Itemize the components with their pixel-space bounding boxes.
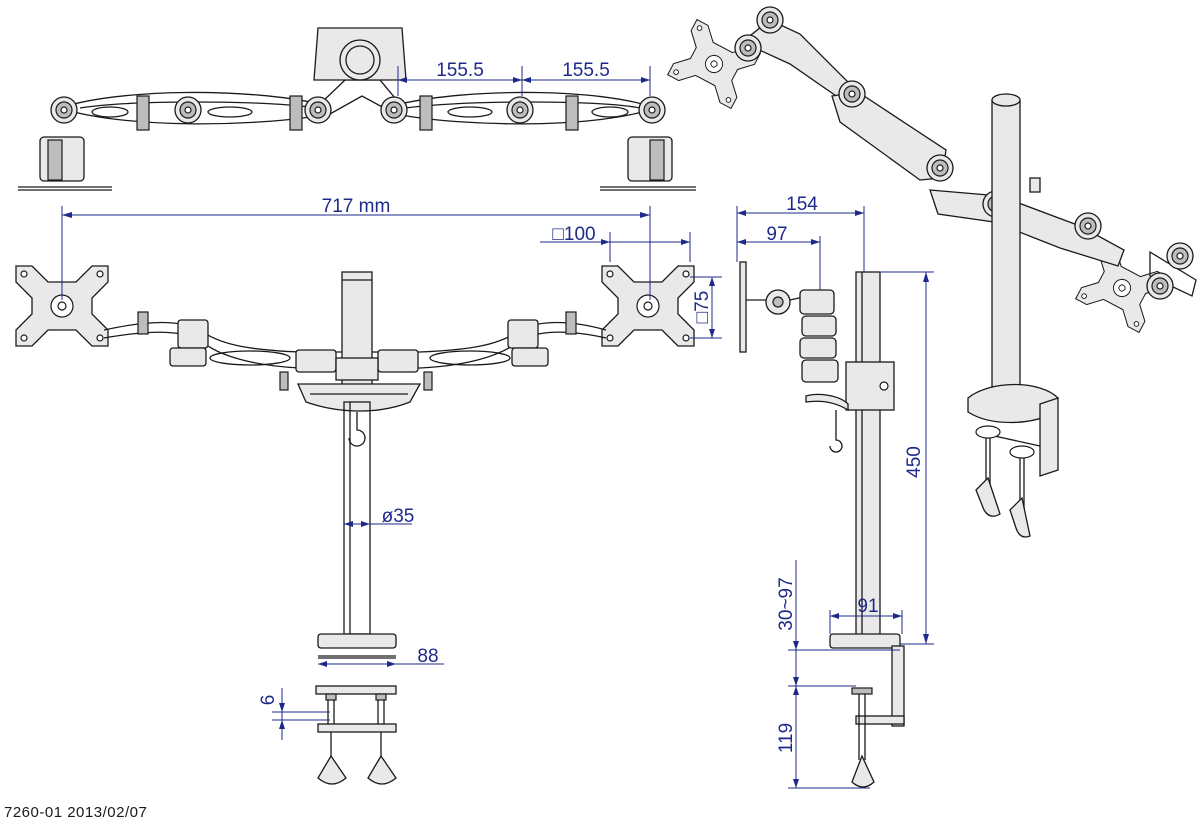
dim-desk-thickness-label: 30~97: [776, 577, 797, 630]
dim-vesa-100-label: □100: [552, 224, 595, 245]
drawing-reference-label: 7260-01 2013/02/07: [4, 804, 147, 821]
arm-joint-icon: [506, 96, 534, 124]
vesa-plate-icon: [667, 19, 761, 109]
perspective-view: [667, 6, 1197, 538]
dim-arm-right-label: 155.5: [562, 60, 610, 81]
dimension-clamp-height: 119: [776, 686, 870, 789]
arm-joint-icon: [734, 34, 762, 62]
dimension-side-reach-inner: 97: [737, 224, 821, 290]
arm-joint-icon: [1074, 212, 1102, 240]
pole-icon: [343, 401, 371, 635]
arm-joint-icon: [638, 96, 666, 124]
dim-pole-diameter-label: ø35: [382, 506, 415, 527]
arm-joint-icon: [174, 96, 202, 124]
desk-clamp-icon: [967, 383, 1059, 538]
arm-joint-icon: [1146, 272, 1174, 300]
dimension-pole-height: 450: [880, 271, 934, 645]
vesa-plate-icon: [601, 265, 695, 347]
dim-clamp-height-label: 119: [776, 723, 797, 753]
dim-total-width-label: 717 mm: [322, 196, 391, 217]
pole-icon: [991, 99, 1021, 391]
dim-clamp-width-label: 88: [417, 646, 438, 667]
dim-arm-left-label: 155.5: [436, 60, 484, 81]
dim-base-width-label: 91: [857, 596, 878, 617]
arm-joint-icon: [50, 96, 78, 124]
arm-joint-icon: [838, 80, 866, 108]
desk-clamp-icon: [315, 633, 397, 785]
dim-vesa-75-label: □75: [692, 291, 713, 324]
arm-joint-icon: [926, 154, 954, 182]
top-view: [18, 27, 696, 191]
dimension-clamp-width: 88: [318, 646, 444, 667]
dim-pole-height-label: 450: [904, 446, 925, 478]
dim-side-reach-inner-label: 97: [766, 224, 787, 245]
front-view: [15, 265, 695, 785]
dimension-total-width: 717 mm: [61, 196, 651, 300]
dimension-vesa-75: □75: [690, 276, 722, 339]
arm-joint-icon: [380, 96, 408, 124]
dimension-arm-segments: 155.5 155.5: [397, 60, 651, 96]
arm-joint-icon: [1166, 242, 1194, 270]
dimension-clamp-jaw: 6: [258, 688, 330, 740]
arm-joint-icon: [756, 6, 784, 34]
dimension-pole-diameter: ø35: [344, 506, 414, 527]
cable-hook-icon: [348, 412, 366, 447]
side-view: [739, 261, 905, 788]
arm-joint-icon: [304, 96, 332, 124]
dimension-base-width: 91: [829, 596, 903, 634]
dimension-vesa-100: □100: [540, 224, 691, 262]
dim-side-reach-label: 154: [786, 194, 818, 215]
dim-clamp-jaw-label: 6: [258, 695, 279, 706]
dimension-side-reach: 154: [736, 194, 865, 272]
dimension-desk-thickness: 30~97: [776, 560, 900, 687]
